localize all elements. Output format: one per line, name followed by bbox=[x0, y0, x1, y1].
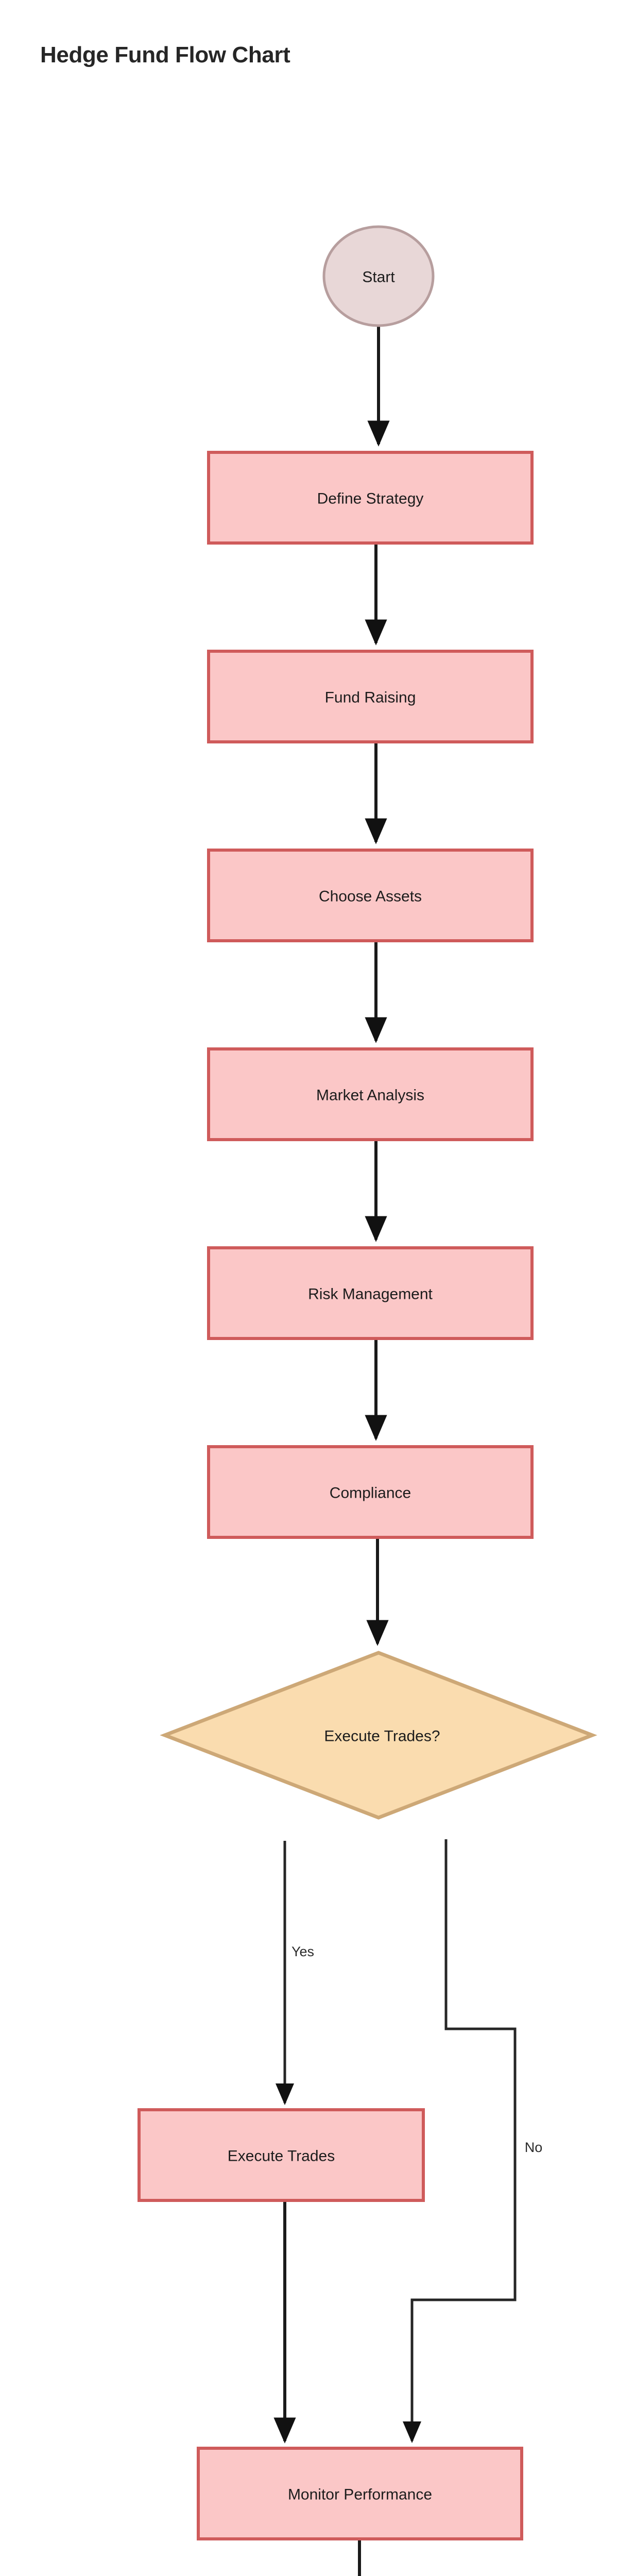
node-market-analysis[interactable]: Market Analysis bbox=[207, 1047, 534, 1141]
choose-assets-rect bbox=[207, 849, 534, 942]
edge-label-group: Yes No Yes No bbox=[291, 1944, 543, 2155]
compliance-label: Compliance bbox=[330, 1485, 411, 1502]
node-choose-assets[interactable]: Choose Assets bbox=[207, 849, 534, 942]
node-decision-execute-trades[interactable]: Execute Trades? bbox=[160, 1651, 597, 1820]
market-analysis-rect bbox=[207, 1047, 534, 1141]
node-monitor-performance[interactable]: Monitor Performance bbox=[197, 2447, 523, 2540]
node-define-strategy[interactable]: Define Strategy bbox=[207, 451, 534, 545]
define-strategy-label: Define Strategy bbox=[317, 490, 424, 507]
execute-trades-rect bbox=[138, 2108, 425, 2202]
edge-label-yes-execute-trades: Yes bbox=[291, 1944, 314, 1959]
node-compliance[interactable]: Compliance bbox=[207, 1445, 534, 1539]
node-fund-raising[interactable]: Fund Raising bbox=[207, 650, 534, 743]
edge-label-no-execute-trades: No bbox=[525, 2140, 543, 2155]
monitor-performance-rect bbox=[197, 2447, 523, 2540]
risk-management-label: Risk Management bbox=[308, 1286, 433, 1303]
fund-raising-label: Fund Raising bbox=[325, 689, 416, 706]
node-start[interactable]: Start bbox=[322, 225, 435, 327]
fund-raising-rect bbox=[207, 650, 534, 743]
define-strategy-rect bbox=[207, 451, 534, 545]
node-risk-management[interactable]: Risk Management bbox=[207, 1246, 534, 1340]
start-label: Start bbox=[362, 269, 395, 286]
edge-decision-trade-no bbox=[403, 1839, 517, 2444]
monitor-performance-label: Monitor Performance bbox=[288, 2486, 432, 2503]
risk-management-rect bbox=[207, 1246, 534, 1340]
execute-trades-label: Execute Trades bbox=[228, 2148, 335, 2165]
execute-trades-diamond bbox=[160, 1651, 597, 1820]
edge-group: execute trades --> (right, down, left) -… bbox=[273, 326, 517, 2576]
compliance-rect bbox=[207, 1445, 534, 1539]
start-ellipse bbox=[322, 225, 435, 327]
market-analysis-label: Market Analysis bbox=[316, 1087, 424, 1104]
node-execute-trades[interactable]: Execute Trades bbox=[138, 2108, 425, 2202]
execute-trades-question-label: Execute Trades? bbox=[324, 1728, 440, 1745]
page-title: Hedge Fund Flow Chart bbox=[40, 42, 290, 67]
choose-assets-label: Choose Assets bbox=[319, 888, 422, 905]
